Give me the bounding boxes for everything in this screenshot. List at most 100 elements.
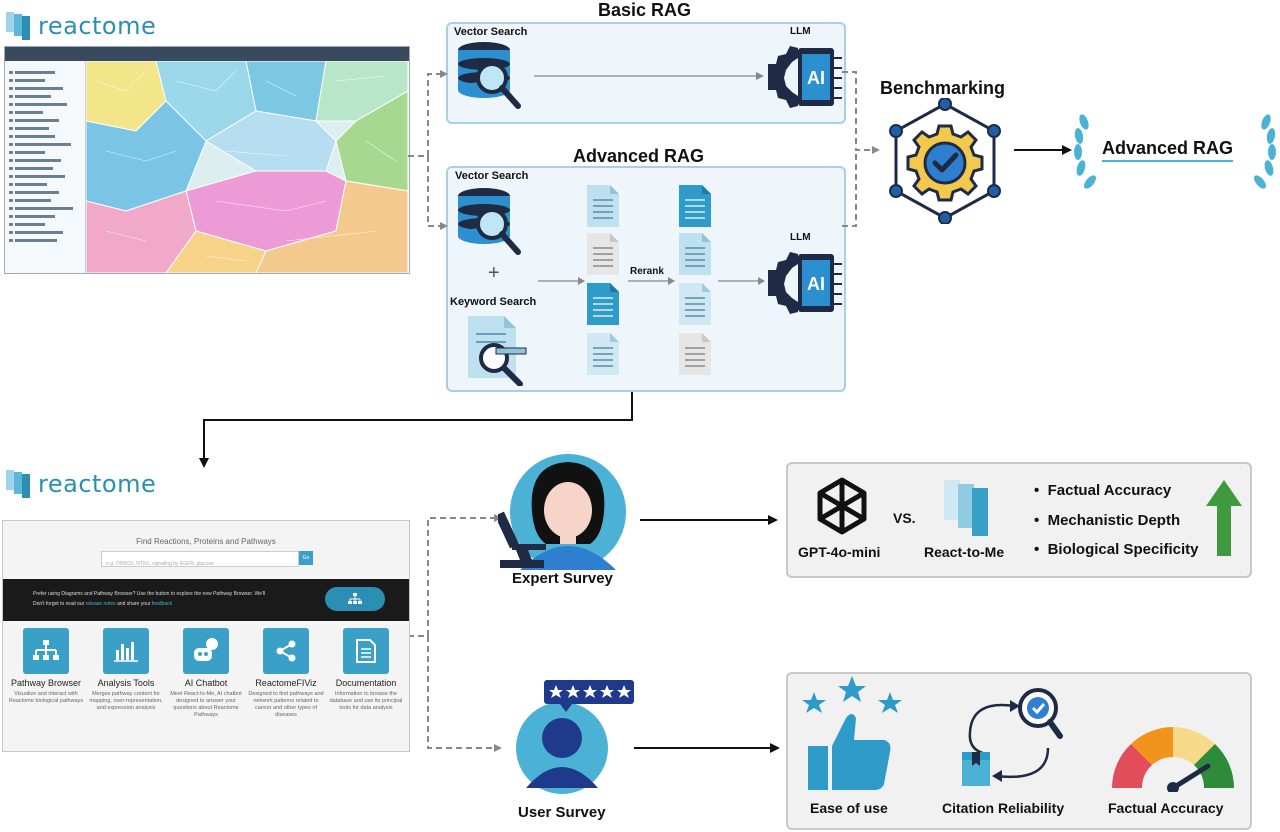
basic-rag-vector-search-label: Vector Search	[454, 26, 528, 38]
user-rating-icon	[516, 680, 634, 794]
pathway-voronoi-map	[86, 61, 408, 273]
rerank-arrow	[628, 277, 675, 285]
retrieved-document-icon	[587, 283, 619, 325]
share-icon	[263, 628, 309, 674]
ai-chip-gear-icon: AI	[768, 46, 842, 108]
feedback-link[interactable]: feedback	[151, 601, 173, 607]
advanced-rag-llm-label: LLM	[790, 232, 811, 243]
database-search-icon	[458, 188, 521, 255]
expert-scientist-icon	[498, 454, 626, 570]
feature-pathway-browser[interactable]: Pathway Browser Visualize and interact w…	[8, 628, 84, 705]
hierarchy-icon	[23, 628, 69, 674]
advanced-rag-title: Advanced RAG	[573, 146, 705, 166]
versus-label: VS.	[893, 510, 916, 526]
criterion-mechanistic-depth: • Mechanistic Depth	[1034, 512, 1181, 529]
laurel-wreath-icon	[1074, 114, 1276, 189]
feature-documentation[interactable]: Documentation Information to browse the …	[328, 628, 404, 712]
criterion-text: Biological Specificity	[1047, 541, 1199, 558]
keyword-document-search-icon	[468, 316, 527, 386]
rerank-label: Rerank	[630, 266, 664, 277]
banner-line-1: Prefer using Diagrams and Pathway Browse…	[33, 591, 266, 597]
release-notes-link[interactable]: release notes	[85, 601, 116, 607]
feature-ai-chatbot[interactable]: AI Chatbot Meet React-to-Me, AI chatbot …	[168, 628, 244, 719]
reactome-mark-icon	[6, 470, 30, 498]
feature-description: Designed to find pathways and network pa…	[248, 691, 324, 718]
react-to-me-logo-icon	[944, 480, 988, 536]
improvement-up-arrow-icon	[1206, 480, 1242, 556]
expert-survey-label: Expert Survey	[512, 570, 613, 587]
docs-to-llm-arrow	[718, 277, 765, 285]
retrieved-document-icon	[587, 185, 619, 227]
basic-rag-panel	[446, 22, 846, 124]
user-survey-label: User Survey	[518, 804, 606, 821]
citation-cycle-icon	[962, 688, 1063, 786]
criterion-biological-specificity: • Biological Specificity	[1034, 541, 1199, 558]
plus-sign: +	[488, 262, 500, 284]
reranked-document-icon	[679, 233, 711, 275]
new-browser-banner: Prefer using Diagrams and Pathway Browse…	[3, 579, 409, 621]
reranked-document-icon	[679, 283, 711, 325]
feature-title: ReactomeFIViz	[255, 678, 317, 688]
open-pathway-browser-button[interactable]	[325, 587, 385, 611]
feature-title: Pathway Browser	[10, 678, 82, 688]
basic-rag-llm-label: LLM	[790, 26, 811, 37]
banner-line-2: Don't forget to read our release notes a…	[33, 601, 172, 607]
keyword-search-label: Keyword Search	[450, 296, 537, 308]
feature-description: Visualize and interact with Reactome bio…	[8, 691, 84, 704]
feature-description: Information to browse the database and u…	[329, 691, 403, 711]
retrieved-document-icon	[587, 233, 619, 275]
bar-chart-icon	[103, 628, 149, 674]
benchmark-winner-label: Advanced RAG	[1102, 138, 1234, 162]
ai-chip-text: AI	[807, 274, 825, 294]
reactome-mark-icon	[6, 12, 30, 40]
reranked-document-icon	[679, 333, 711, 375]
site-search-input[interactable]: e.g. O95631, NTN1, signaling by EGFR, gl…	[101, 551, 299, 567]
model-a-label: GPT-4o-mini	[798, 544, 881, 560]
feature-analysis-tools[interactable]: Analysis Tools Merges pathway content fo…	[88, 628, 164, 712]
benchmarking-title: Benchmarking	[880, 78, 1006, 98]
openai-logo-icon	[817, 477, 867, 535]
model-b-label: React-to-Me	[924, 544, 1005, 560]
ai-chip-text: AI	[807, 68, 825, 88]
feature-title: AI Chatbot	[184, 678, 228, 688]
criterion-text: Factual Accuracy	[1047, 482, 1172, 499]
database-search-icon	[458, 42, 521, 109]
browser-header	[5, 47, 409, 61]
advanced-rag-vector-search-label: Vector Search	[455, 170, 529, 182]
reactome-logo-top: reactome	[4, 10, 156, 42]
document-icon	[343, 628, 389, 674]
feature-reactomefiviz[interactable]: ReactomeFIViz Designed to find pathways …	[248, 628, 324, 719]
criterion-factual-accuracy: • Factual Accuracy	[1034, 482, 1172, 499]
metric-ease-of-use: Ease of use	[810, 800, 888, 816]
feature-title: Documentation	[335, 678, 397, 688]
metric-factual-accuracy: Factual Accuracy	[1108, 800, 1224, 816]
browser-sidebar	[5, 61, 86, 273]
basic-rag-title: Basic RAG	[598, 0, 692, 20]
reactome-wordmark: reactome	[38, 470, 157, 498]
site-search-go-button[interactable]: Go	[299, 551, 313, 565]
sidebar-tree-lines	[9, 71, 73, 242]
site-search-placeholder: e.g. O95631, NTN1, signaling by EGFR, gl…	[106, 561, 214, 567]
reranked-document-icon	[679, 185, 711, 227]
basic-rag-arrow	[534, 72, 764, 80]
banner-text: Don't forget to read our	[33, 601, 86, 607]
benchmark-gear-icon	[889, 98, 1001, 224]
reactome-logo-bottom: reactome	[4, 468, 156, 500]
criterion-text: Mechanistic Depth	[1047, 512, 1181, 529]
feature-description: Merges pathway content for mapping, over…	[89, 691, 163, 711]
feature-description: Meet React-to-Me, AI chatbot designed to…	[170, 691, 242, 718]
pathway-browser-screenshot	[4, 46, 410, 274]
hierarchy-icon	[348, 593, 362, 604]
robot-icon	[183, 628, 229, 674]
accuracy-gauge-icon	[1112, 727, 1234, 792]
feature-title: Analysis Tools	[97, 678, 155, 688]
ai-chip-gear-icon: AI	[768, 252, 842, 314]
reactome-wordmark: reactome	[38, 12, 157, 40]
banner-text: and share your	[115, 601, 152, 607]
retrieved-document-icon	[587, 333, 619, 375]
reactome-website-screenshot: Find Reactions, Proteins and Pathways e.…	[2, 520, 410, 752]
keyword-to-docs-arrow	[538, 277, 585, 285]
hero-title: Find Reactions, Proteins and Pathways	[136, 537, 276, 546]
metric-citation-reliability: Citation Reliability	[942, 800, 1065, 816]
